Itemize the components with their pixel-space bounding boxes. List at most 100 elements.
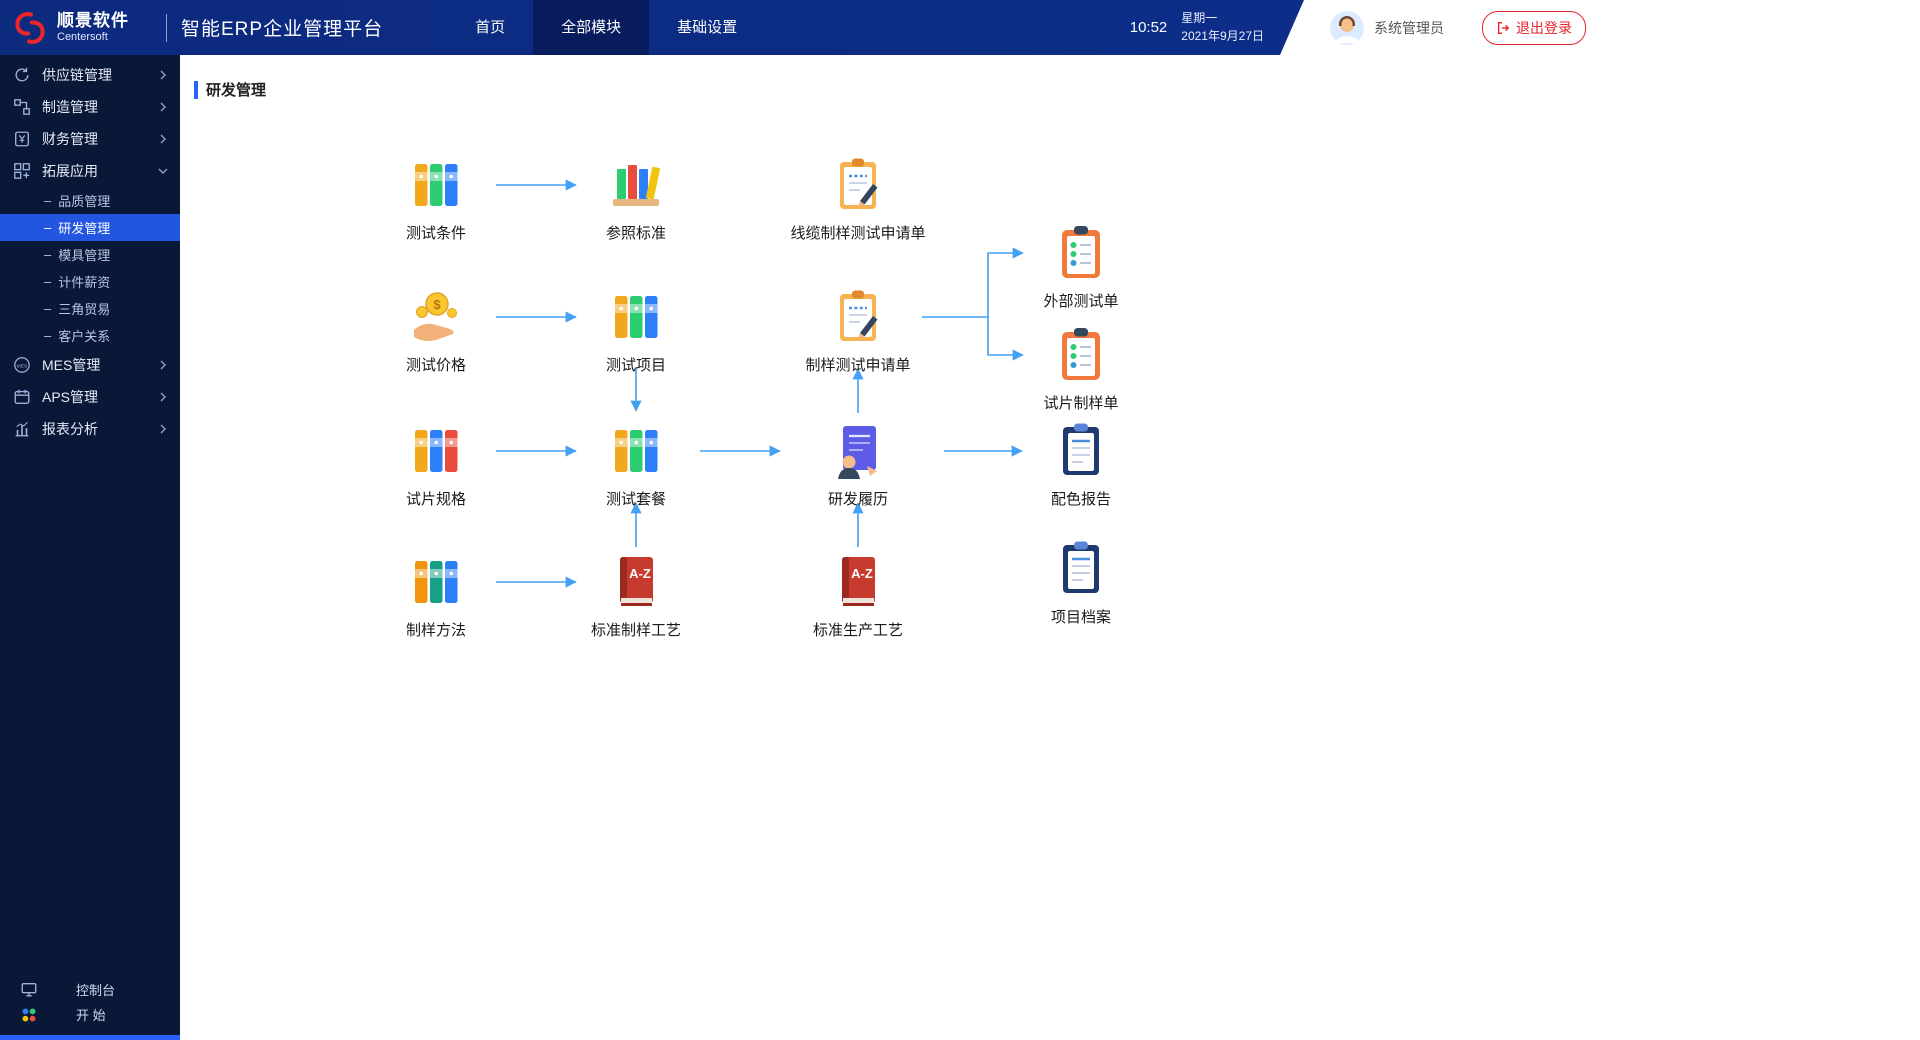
console-icon	[20, 981, 38, 999]
subitem-dash: –	[44, 328, 52, 343]
sidebar-bottom-strip	[0, 1035, 180, 1040]
diagram-node-cable-sample-test-request[interactable]: 线缆制样测试申请单	[783, 155, 933, 243]
book-az-icon: A-Z	[561, 552, 711, 612]
diagram-node-sample-test-request[interactable]: 制样测试申请单	[783, 287, 933, 375]
diagram-node-reference-standard[interactable]: 参照标准	[561, 155, 711, 243]
page-title: 研发管理	[206, 82, 267, 99]
aps-icon	[12, 387, 32, 407]
sidebar-subitem-label: 模具管理	[58, 248, 111, 263]
chevron-right-icon	[158, 134, 168, 144]
diagram-node-color-report[interactable]: 配色报告	[1006, 421, 1156, 509]
sidebar-subitem-mold[interactable]: –模具管理	[0, 241, 180, 268]
svg-text:$: $	[433, 297, 441, 312]
sidebar-item-label: 制造管理	[42, 99, 98, 115]
mes-icon: MES	[12, 355, 32, 375]
svg-text:A-Z: A-Z	[851, 566, 873, 581]
diagram-node-specimen-spec[interactable]: 试片规格	[361, 421, 511, 509]
sidebar-item-expansion-apps[interactable]: 拓展应用	[0, 155, 180, 187]
sidebar-item-finance[interactable]: 财务管理	[0, 123, 180, 155]
sidebar-footer-start[interactable]: 开 始	[0, 1002, 180, 1027]
sidebar-item-supply-chain[interactable]: 供应链管理	[0, 59, 180, 91]
sidebar-subitem-customer-relation[interactable]: –客户关系	[0, 322, 180, 349]
node-label: 测试条件	[405, 225, 466, 242]
weekday: 星期一	[1181, 11, 1218, 26]
sidebar-subitem-label: 客户关系	[58, 329, 111, 344]
manufacturing-icon	[12, 97, 32, 117]
diagram-node-test-item[interactable]: 测试项目	[561, 287, 711, 375]
node-label: 标准生产工艺	[812, 622, 903, 639]
expansion-icon	[12, 161, 32, 181]
node-label: 外部测试单	[1043, 293, 1119, 310]
person-doc-icon	[783, 421, 933, 481]
sidebar-subitem-piecework-salary[interactable]: –计件薪资	[0, 268, 180, 295]
sidebar-subitem-rd-management[interactable]: –研发管理	[0, 214, 180, 241]
sidebar-item-manufacturing[interactable]: 制造管理	[0, 91, 180, 123]
header-divider	[166, 13, 167, 42]
sidebar-item-report-analysis[interactable]: 报表分析	[0, 413, 180, 445]
sidebar-item-label: MES管理	[42, 357, 101, 373]
diagram-node-sampling-method[interactable]: 制样方法	[361, 552, 511, 640]
app-title: 智能ERP企业管理平台	[181, 19, 384, 40]
nav-item-all-modules[interactable]: 全部模块	[533, 0, 650, 55]
logout-button[interactable]: 退出登录	[1482, 10, 1586, 45]
flow-diagram: 测试条件 参照标准 线缆制样测试申请单 $测试价格测试项目 制样测试申请单 外部测试单试片…	[180, 55, 1920, 1040]
sidebar-item-label: 拓展应用	[42, 163, 98, 179]
user-name: 系统管理员	[1374, 19, 1444, 36]
sidebar-subitem-label: 品质管理	[58, 194, 111, 209]
node-label: 配色报告	[1050, 491, 1111, 508]
logout-label: 退出登录	[1516, 19, 1572, 36]
nav-item-basic-settings[interactable]: 基础设置	[677, 19, 738, 36]
logout-icon	[1496, 21, 1510, 35]
brand: 顺景软件 Centersoft	[0, 10, 166, 46]
sidebar-subitem-triangle-trade[interactable]: –三角贸易	[0, 295, 180, 322]
svg-text:A-Z: A-Z	[629, 566, 651, 581]
chevron-right-icon	[158, 70, 168, 80]
diagram-node-test-condition[interactable]: 测试条件	[361, 155, 511, 243]
time-block: 10:52 星期一 2021年9月27日	[1130, 10, 1264, 45]
node-label: 试片制样单	[1043, 395, 1119, 412]
date-block: 星期一 2021年9月27日	[1181, 10, 1264, 45]
sidebar-item-mes[interactable]: MES MES管理	[0, 349, 180, 381]
sidebar-item-label: 供应链管理	[42, 67, 112, 83]
node-label: 制样测试申请单	[805, 357, 911, 374]
sidebar-item-aps[interactable]: APS管理	[0, 381, 180, 413]
binders-icon	[361, 421, 511, 481]
binders-icon	[361, 155, 511, 215]
start-icon	[20, 1006, 38, 1024]
sidebar-subitem-label: 研发管理	[58, 221, 111, 236]
top-header: 顺景软件 Centersoft 智能ERP企业管理平台 首页 全部模块 基础设置 1…	[0, 0, 1920, 55]
node-label: 参照标准	[605, 225, 666, 242]
diagram-node-test-price[interactable]: $测试价格	[361, 287, 511, 375]
nav-item-home[interactable]: 首页	[475, 19, 506, 36]
sidebar-footer-console[interactable]: 控制台	[0, 977, 180, 1002]
node-label: 测试项目	[605, 357, 666, 374]
chevron-right-icon	[158, 102, 168, 112]
sidebar-footer-label: 开 始	[76, 1008, 106, 1023]
subitem-dash: –	[44, 301, 52, 316]
node-label: 制样方法	[405, 622, 466, 639]
avatar[interactable]	[1330, 10, 1364, 45]
node-label: 测试套餐	[605, 491, 666, 508]
page-title-row: 研发管理	[180, 55, 1920, 100]
sidebar-footer: 控制台开 始	[0, 977, 180, 1027]
binders-icon	[361, 552, 511, 612]
diagram-node-test-package[interactable]: 测试套餐	[561, 421, 711, 509]
date: 2021年9月27日	[1181, 28, 1264, 43]
sidebar-menu: 供应链管理制造管理财务管理拓展应用–品质管理–研发管理–模具管理–计件薪资–三角…	[0, 55, 180, 445]
binders-icon	[561, 287, 711, 347]
diagram-node-external-test-sheet[interactable]: 外部测试单	[1006, 223, 1156, 311]
brand-subtitle: Centersoft	[57, 30, 108, 43]
supply-chain-icon	[12, 65, 32, 85]
subitem-dash: –	[44, 193, 52, 208]
brand-name: 顺景软件	[57, 11, 129, 31]
diagram-node-rd-history[interactable]: 研发履历	[783, 421, 933, 509]
subitem-dash: –	[44, 220, 52, 235]
diagram-node-standard-production-process[interactable]: A-Z 标准生产工艺	[783, 552, 933, 640]
books-icon	[561, 155, 711, 215]
diagram-node-specimen-sample-sheet[interactable]: 试片制样单	[1006, 325, 1156, 413]
sidebar-subitem-quality[interactable]: –品质管理	[0, 187, 180, 214]
finance-icon	[12, 129, 32, 149]
diagram-node-project-archive[interactable]: 项目档案	[1006, 539, 1156, 627]
brand-text: 顺景软件 Centersoft	[57, 11, 129, 43]
